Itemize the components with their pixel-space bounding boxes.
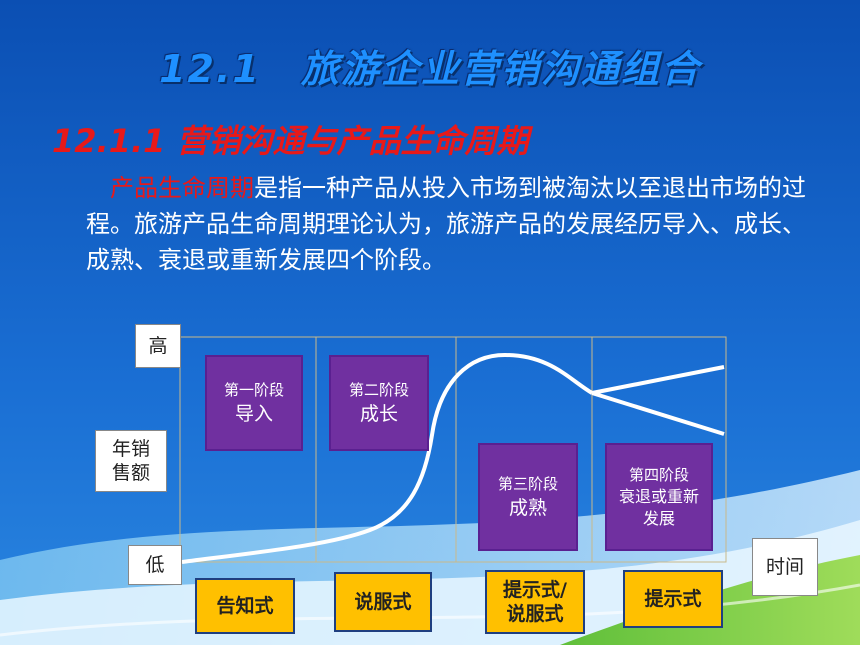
stage-3-num: 第三阶段 bbox=[497, 475, 558, 493]
stage-4-num: 第四阶段 bbox=[628, 466, 689, 484]
section-subtitle: 12.1.1 营销沟通与产品生命周期 bbox=[52, 122, 529, 160]
stage-1-num: 第一阶段 bbox=[223, 381, 284, 399]
page-title: 12.1 旅游企业营销沟通组合 bbox=[159, 47, 701, 91]
strategy-1: 告知式 bbox=[195, 578, 295, 634]
stage-2-num: 第二阶段 bbox=[348, 381, 409, 399]
stage-4-name: 衰退或重新发展 bbox=[618, 487, 699, 528]
highlight-term: 产品生命周期 bbox=[110, 174, 254, 202]
axis-low-label: 低 bbox=[128, 545, 182, 585]
strategy-4: 提示式 bbox=[623, 570, 723, 628]
stage-3-name: 成熟 bbox=[508, 497, 547, 519]
intro-paragraph: 产品生命周期是指一种产品从投入市场到被淘汰以至退出市场的过程。旅游产品生命周期理… bbox=[86, 170, 816, 278]
stage-3-box: 第三阶段 成熟 bbox=[478, 443, 578, 551]
stage-2-name: 成长 bbox=[359, 403, 398, 425]
strategy-2: 说服式 bbox=[334, 572, 432, 632]
stage-1-box: 第一阶段 导入 bbox=[205, 355, 303, 451]
stage-1-name: 导入 bbox=[234, 403, 273, 425]
paragraph-text: 是指一种产品从投入市场到被淘汰以至退出市场的过程。旅游产品生命周期理论认为，旅游… bbox=[86, 174, 806, 274]
axis-x-label: 时间 bbox=[752, 538, 818, 596]
stage-4-box: 第四阶段 衰退或重新发展 bbox=[605, 443, 713, 551]
stage-2-box: 第二阶段 成长 bbox=[329, 355, 429, 451]
strategy-3: 提示式/ 说服式 bbox=[485, 570, 585, 634]
axis-high-label: 高 bbox=[135, 324, 181, 368]
axis-y-label: 年销 售额 bbox=[95, 430, 167, 492]
